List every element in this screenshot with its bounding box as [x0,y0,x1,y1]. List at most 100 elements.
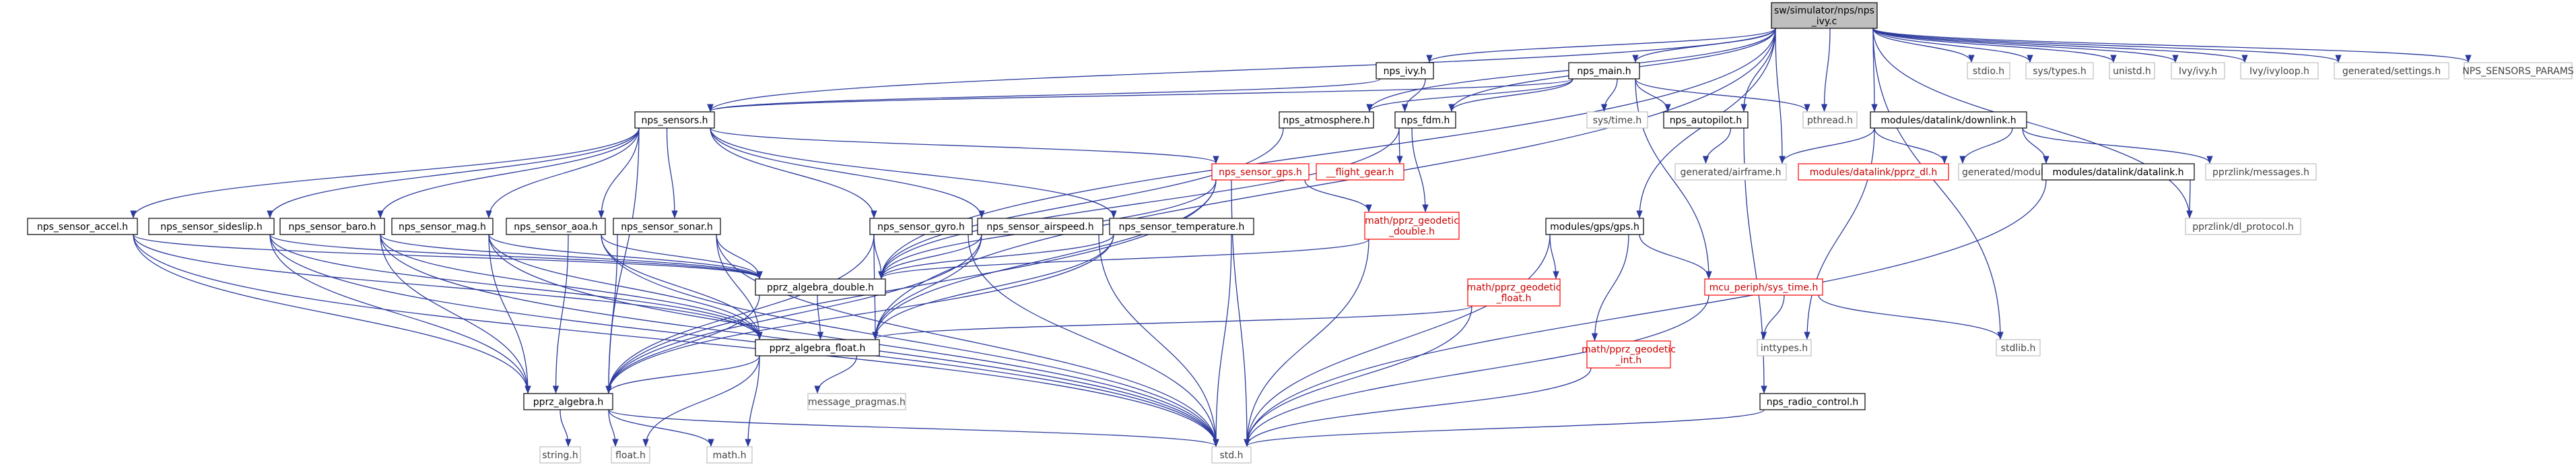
edge-alg-to-stdh [608,409,1219,447]
node-stdlib[interactable]: stdlib.h [1996,339,2041,356]
edge-nps_fdm-to-alg_double [878,127,1400,280]
node-box [1279,111,1374,129]
node-label: unistd.h [2113,66,2151,77]
node-sensor-temp[interactable]: nps_sensor_temperature.h [1109,218,1254,235]
node-label: nps_fdm.h [1401,115,1450,126]
node-nps-atmosphere[interactable]: nps_atmosphere.h [1279,111,1374,129]
node-sensor-gyro[interactable]: nps_sensor_gyro.h [869,218,973,235]
node-stringh[interactable]: string.h [539,446,581,464]
node-pprzmessages[interactable]: pprzlink/messages.h [2205,163,2317,181]
node-mathh[interactable]: math.h [706,446,753,464]
edge-nps_main-to-nps_atmosphere [1366,78,1573,113]
node-label: pprz_algebra_float.h [770,343,866,354]
edge-nps_main-to-nps_autopilot [1635,78,1671,113]
node-box [1771,2,1878,29]
edge-nps_fdm-to-geo_double [1411,127,1429,213]
node-geo-double[interactable]: math/pprz_geodetic_double.h [1364,212,1460,240]
node-gps[interactable]: modules/gps/gps.h [1545,218,1644,235]
node-geo-int[interactable]: math/pprz_geodetic_int.h [1582,340,1676,369]
node-box [1870,111,2027,129]
edge-nps_ivy-to-nps_sensors [707,78,1381,113]
edge-root-to-nps_sensors [707,28,1776,113]
node-label: __flight_gear.h [1326,167,1394,178]
edge-sensor_aoa-to-alg_float [601,234,763,340]
node-npsparams[interactable]: NPS_SENSORS_PARAMS [2462,62,2574,80]
node-label: modules/datalink/datalink.h [2052,167,2183,178]
node-ivyivy[interactable]: Ivy/ivy.h [2171,62,2225,80]
node-nps-ivy[interactable]: nps_ivy.h [1376,62,1434,80]
node-sensor-sideslip[interactable]: nps_sensor_sideslip.h [148,218,275,235]
edge-downlink-to-pprzmessages [2022,127,2213,164]
edge-sensor_gps-to-alg [605,179,1217,394]
node-systypes[interactable]: sys/types.h [2025,62,2094,80]
node-label: pprzlink/messages.h [2212,167,2309,178]
edge-downlink-to-datalink [2022,127,2049,164]
edge-sensor_accel-to-alg_double [133,234,763,280]
node-floath[interactable]: float.h [611,446,650,464]
node-dl-protocol[interactable]: pprzlink/dl_protocol.h [2185,218,2301,235]
node-label: NPS_SENSORS_PARAMS [2462,66,2573,77]
node-box [1394,111,1456,129]
node-label: modules/gps/gps.h [1550,222,1639,232]
edge-sensor_accel-to-alg [133,234,531,394]
node-gensettings[interactable]: generated/settings.h [2334,62,2449,80]
node-pthread[interactable]: pthread.h [1802,111,1858,129]
edge-sensor_airspeed-to-alg_float [872,234,982,340]
node-stdh[interactable]: std.h [1211,446,1252,464]
edge-root-to-pthread [1821,28,1831,113]
node-flight-gear[interactable]: __flight_gear.h [1316,163,1404,181]
node-label: mcu_periph/sys_time.h [1709,282,1819,293]
node-inttypes[interactable]: inttypes.h [1757,339,1812,356]
node-box [148,218,275,235]
node-nps-autopilot[interactable]: nps_autopilot.h [1663,111,1749,129]
node-alg-double[interactable]: pprz_algebra_double.h [755,278,886,296]
node-geo-float[interactable]: math/pprz_geodetic_float.h [1467,278,1561,307]
node-label: stdlib.h [2001,343,2036,354]
node-sensor-gps[interactable]: nps_sensor_gps.h [1211,163,1310,181]
edge-sensor_gps-to-alg_float [872,179,1217,340]
node-ivyloop[interactable]: Ivy/ivyloop.h [2240,62,2319,80]
node-radio[interactable]: nps_radio_control.h [1759,393,1866,410]
node-label: pprz_algebra_double.h [767,282,874,293]
node-box [1109,218,1254,235]
node-label: nps_sensor_temperature.h [1119,222,1245,232]
node-sys-time[interactable]: mcu_periph/sys_time.h [1704,278,1823,296]
edge-nps_sensors-to-sensor_temp [710,127,1117,219]
node-box [1967,62,2010,80]
node-datalink[interactable]: modules/datalink/datalink.h [2041,163,2195,181]
node-genairframe[interactable]: generated/airframe.h [1674,163,1787,181]
node-root[interactable]: sw/simulator/nps/nps_ivy.c [1771,2,1878,29]
edge-downlink-to-genmodules [1959,127,2013,164]
node-msgpragmas[interactable]: message_pragmas.h [807,393,906,410]
node-systime[interactable]: sys/time.h [1586,111,1648,129]
node-sensor-mag[interactable]: nps_sensor_mag.h [391,218,494,235]
node-sensor-sonar[interactable]: nps_sensor_sonar.h [613,218,721,235]
node-alg[interactable]: pprz_algebra.h [523,393,613,410]
edge-root-to-genairframe [1775,28,1786,164]
node-label: math.h [713,450,747,461]
node-box [2109,62,2155,80]
node-sensor-airspeed[interactable]: nps_sensor_airspeed.h [977,218,1104,235]
edge-sys_time-to-stdh [1244,294,1709,447]
node-label: generated/airframe.h [1680,167,1781,178]
node-box [2464,62,2573,80]
node-nps-fdm[interactable]: nps_fdm.h [1394,111,1456,129]
node-stdio[interactable]: stdio.h [1967,62,2010,80]
node-label: math/pprz_geodetic [1467,282,1561,293]
node-nps-main[interactable]: nps_main.h [1568,62,1640,80]
edge-sensor_mag-to-alg [488,234,531,394]
node-alg-float[interactable]: pprz_algebra_float.h [755,339,880,356]
node-sensor-accel[interactable]: nps_sensor_accel.h [27,218,138,235]
node-nps-sensors[interactable]: nps_sensors.h [634,111,715,129]
edge-sensor_temp-to-stdh [1213,234,1232,447]
node-label: nps_sensor_gps.h [1219,167,1302,178]
node-pprz-dl[interactable]: modules/datalink/pprz_dl.h [1798,163,1949,181]
node-sensor-baro[interactable]: nps_sensor_baro.h [279,218,385,235]
node-downlink[interactable]: modules/datalink/downlink.h [1870,111,2027,129]
node-unistd[interactable]: unistd.h [2109,62,2155,80]
edge-root-to-systypes [1872,28,2033,63]
edge-root-to-gensettings [1872,28,2342,63]
node-sensor-aoa[interactable]: nps_sensor_aoa.h [506,218,606,235]
edge-alg-to-stringh [560,409,572,447]
node-label: nps_ivy.h [1384,66,1427,77]
